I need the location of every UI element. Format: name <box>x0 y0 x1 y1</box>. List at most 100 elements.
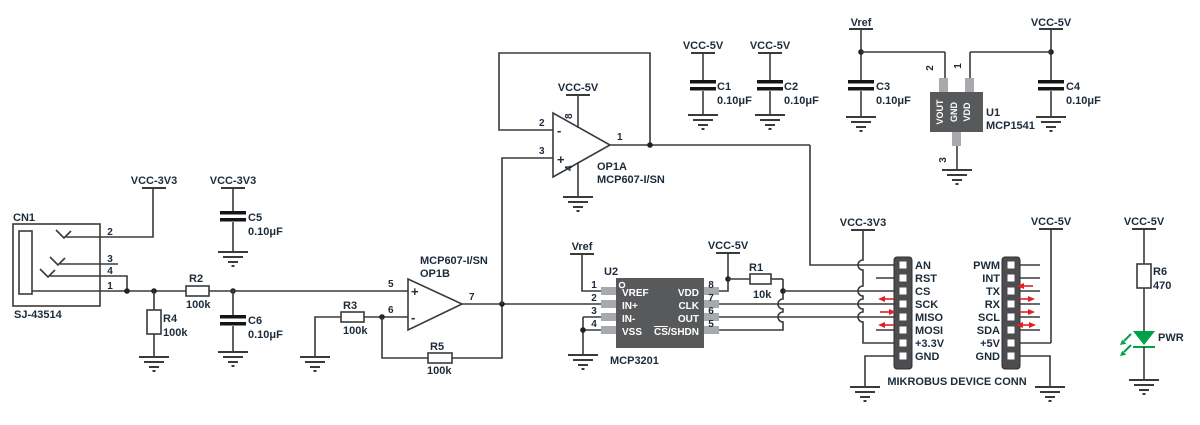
u2-right-wires: VCC-5V R1 10k <box>708 240 896 331</box>
power-led-branch: VCC-5V R6 470 PWR <box>1120 216 1184 395</box>
r1-value: 10k <box>753 289 772 301</box>
mikrobus-pin-mosi: MOSI <box>915 325 943 337</box>
c4-ref: C4 <box>1066 81 1081 93</box>
vcc3v3-label: VCC-3V3 <box>131 175 177 187</box>
c1-ref: C1 <box>717 81 731 93</box>
mikrobus-pin-scl: SCL <box>978 312 1000 324</box>
cn1-pin1-number: 1 <box>107 281 113 292</box>
capacitor-c3: C3 0.10μF <box>845 80 911 132</box>
led-pwr-label: PWR <box>1158 332 1184 344</box>
u1-pin2-stub <box>939 78 948 92</box>
r5-value: 100k <box>427 365 452 377</box>
r3-value: 100k <box>343 325 368 337</box>
ground-symbol <box>1035 116 1067 132</box>
jack-sleeve-bar <box>18 230 33 295</box>
r2-ref: R2 <box>189 273 203 285</box>
u2-pin2-number: 2 <box>591 293 597 304</box>
op1b-pin7-number: 7 <box>469 292 475 303</box>
mikrobus-pin-gnd-right: GND <box>976 351 1001 363</box>
rx-direction-arrow-right-icon <box>1019 296 1035 302</box>
resistor-r4: R4 100k <box>138 291 188 372</box>
u2-pin2-stub <box>601 300 616 308</box>
cn1-part: SJ-43514 <box>14 309 63 321</box>
op1b-pin5-number: 5 <box>388 279 394 290</box>
u2-pin8-number: 8 <box>708 280 714 291</box>
vcc5v-label: VCC-5V <box>683 40 724 52</box>
c3-value: 0.10μF <box>876 95 911 107</box>
ground-symbol <box>849 386 881 402</box>
mikrobus-pin-rst: RST <box>915 273 937 285</box>
vcc3v3-vertical-with-hops <box>857 230 896 344</box>
capacitor-c5: C5 0.10μF <box>217 211 283 267</box>
vcc5v-label: VCC-5V <box>558 82 599 94</box>
c6-ref: C6 <box>248 315 262 327</box>
u2-pin6-number: 6 <box>708 306 714 317</box>
capacitor-c6: C6 0.10μF <box>217 291 283 367</box>
vref-label: Vref <box>851 17 872 29</box>
c2-ref: C2 <box>784 81 798 93</box>
ground-symbol <box>845 116 877 132</box>
mikrobus-title: MIKROBUS DEVICE CONN <box>887 376 1026 388</box>
mikrobus-pin-tx: TX <box>986 286 1001 298</box>
ic-u2-mcp3201: Vref VREF IN+ IN- VSS VDD CLK OUT CS/SHD… <box>567 241 719 370</box>
mosi-direction-arrow-left-icon <box>878 322 894 328</box>
vcc5v-label: VCC-5V <box>1031 216 1072 228</box>
u1-pin2-number: 2 <box>925 65 936 71</box>
u2-pin5-stub <box>704 326 719 334</box>
r2-value: 100k <box>186 299 211 311</box>
cn1-pin2-number: 2 <box>107 227 113 238</box>
u2-pin1-stub <box>601 287 616 295</box>
scl-direction-arrow-right-icon <box>1019 309 1035 315</box>
u2-vdd-pin-name: VDD <box>678 288 699 299</box>
mikrobus-pin-pwm: PWM <box>973 260 1000 272</box>
c6-value: 0.10μF <box>248 329 283 341</box>
ground-symbol <box>1128 379 1160 395</box>
u1-vout-pin-name: VOUT <box>935 99 945 125</box>
mikrobus-pin-int: INT <box>982 273 1000 285</box>
signal-wires-center <box>462 157 601 307</box>
c5-ref: C5 <box>248 212 262 224</box>
u2-clk-pin-name: CLK <box>678 301 699 312</box>
op1b-part: MCP607-I/SN <box>420 255 488 267</box>
vcc3v3-rail-c5: VCC-3V3 <box>210 175 256 211</box>
resistor-r1-body <box>749 273 772 285</box>
op1b-ref: OP1B <box>420 268 450 280</box>
u2-ref: U2 <box>604 266 618 278</box>
u2-pin7-number: 7 <box>708 293 714 304</box>
mikrobus-pin-5v: +5V <box>980 338 1001 350</box>
vcc5v-rail-top: VCC-5V <box>969 17 1072 80</box>
r6-ref: R6 <box>1153 266 1167 278</box>
capacitor-c2: VCC-5V C2 0.10μF <box>750 40 819 130</box>
u2-body <box>616 278 704 348</box>
opamp-op1b: + - 5 6 7 MCP607-I/SN OP1B <box>388 255 488 332</box>
r5-ref: R5 <box>430 341 444 353</box>
op1a-ref: OP1A <box>597 161 627 173</box>
op1a-minus-sign: - <box>557 123 561 138</box>
u2-cs-shdn-pin-name: CS/SHDN <box>654 327 699 338</box>
ground-symbol <box>562 196 594 212</box>
u2-pin7-stub <box>704 300 719 308</box>
jack-contact-tip <box>55 229 72 240</box>
cn1-ref: CN1 <box>13 212 35 224</box>
mikrobus-pin-an: AN <box>915 260 931 272</box>
op1a-pin2-number: 2 <box>539 118 545 129</box>
r3-ref: R3 <box>343 300 357 312</box>
resistor-r5: R5 100k <box>379 304 503 377</box>
mikrobus-pin-miso: MISO <box>915 312 944 324</box>
u2-out-pin-name: OUT <box>678 314 699 325</box>
tx-direction-arrow-left-icon <box>1017 283 1033 289</box>
ground-symbol <box>1034 386 1066 402</box>
u1-pin3-stub <box>952 132 961 146</box>
mikrobus-right-header <box>1001 256 1021 370</box>
ground-symbol <box>217 251 249 267</box>
vcc5v-label: VCC-5V <box>1031 17 1072 29</box>
u1-gnd-pin-name: GND <box>949 102 959 123</box>
op1a-part: MCP607-I/SN <box>597 174 665 186</box>
op1a-pin8-number: 8 <box>564 113 575 119</box>
op1b-pin6-number: 6 <box>388 305 394 316</box>
ground-symbol <box>299 356 331 372</box>
u1-part: MCP1541 <box>986 120 1035 132</box>
u1-pin3-number: 3 <box>938 157 949 163</box>
